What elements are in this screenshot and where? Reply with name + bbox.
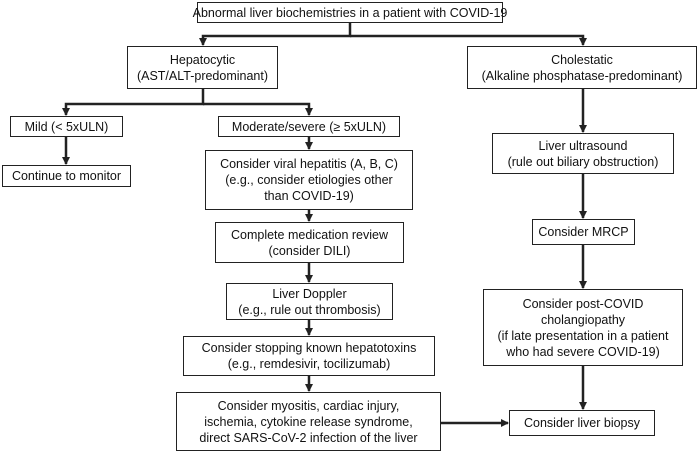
node-ultrasound: Liver ultrasound (rule out biliary obstr… [492,133,674,174]
node-cholestatic: Cholestatic (Alkaline phosphatase-predom… [467,46,697,89]
node-cholestatic-line-1: Cholestatic [551,52,613,67]
node-hepatocytic: Hepatocytic (AST/ALT-predominant) [127,46,278,89]
node-root-line-1: Abnormal liver biochemistries in a patie… [192,5,508,20]
node-ultrasound-line-1: Liver ultrasound [538,138,628,153]
node-doppler-line-2: (e.g., rule out thrombosis) [238,302,381,317]
node-myositis: Consider myositis, cardiac injury, ische… [176,392,441,451]
node-myositis-line-1: Consider myositis, cardiac injury, [217,398,400,413]
connector-root-cholestatic [350,34,587,46]
node-hepatotoxins: Consider stopping known hepatotoxins (e.… [183,336,435,376]
node-viral-line-3: than COVID-19) [264,189,354,203]
node-ultrasound-line-2: (rule out biliary obstruction) [507,154,659,169]
node-mild: Mild (< 5xULN) [10,116,123,137]
node-myositis-line-3: direct SARS-CoV-2 infection of the liver [199,430,418,445]
node-postcovid-line-3: (if late presentation in a patient [497,328,669,343]
node-postcovid-line-1: Consider post-COVID [522,296,644,311]
node-hepatotoxins-line-1: Consider stopping known hepatotoxins [201,341,417,355]
node-viral: Consider viral hepatitis (A, B, C) (e.g.… [205,150,413,210]
node-root: Abnormal liver biochemistries in a patie… [193,2,507,23]
node-medication-line-2: (consider DILI) [268,243,351,258]
node-doppler-line-1: Liver Doppler [272,286,347,301]
node-medication-line-1: Complete medication review [230,227,388,242]
connector-hepatocytic-moderate [203,102,313,116]
node-cholestatic-line-2: (Alkaline phosphatase-predominant) [481,68,683,83]
node-mild-line-1: Mild (< 5xULN) [24,119,109,134]
node-viral-line-2: (e.g., consider etiologies other [225,173,393,187]
node-postcovid: Consider post-COVID cholangiopathy (if l… [483,289,683,366]
connector-hepatocytic-mild [62,89,205,116]
node-postcovid-line-2: cholangiopathy [540,312,626,327]
node-hepatocytic-line-1: Hepatocytic [169,52,236,67]
node-monitor: Continue to monitor [2,165,131,187]
node-viral-line-1: Consider viral hepatitis (A, B, C) [220,157,398,171]
node-doppler: Liver Doppler (e.g., rule out thrombosis… [226,283,393,320]
node-hepatotoxins-line-2: (e.g., remdesivir, tocilizumab) [227,357,391,371]
node-monitor-line-1: Continue to monitor [11,169,122,183]
node-medication: Complete medication review (consider DIL… [215,222,404,263]
node-mrcp-line-1: Consider MRCP [538,225,629,239]
node-postcovid-line-4: who had severe COVID-19) [506,344,660,359]
node-myositis-line-2: ischemia, cytokine release syndrome, [204,414,413,429]
node-biopsy-line-1: Consider liver biopsy [523,416,641,430]
node-moderate: Moderate/severe (≥ 5xULN) [218,116,400,137]
node-hepatocytic-line-2: (AST/ALT-predominant) [136,68,269,83]
node-moderate-line-1: Moderate/severe (≥ 5xULN) [231,119,387,134]
node-mrcp: Consider MRCP [532,219,635,245]
connector-root-split [199,22,352,46]
node-biopsy: Consider liver biopsy [509,410,655,436]
